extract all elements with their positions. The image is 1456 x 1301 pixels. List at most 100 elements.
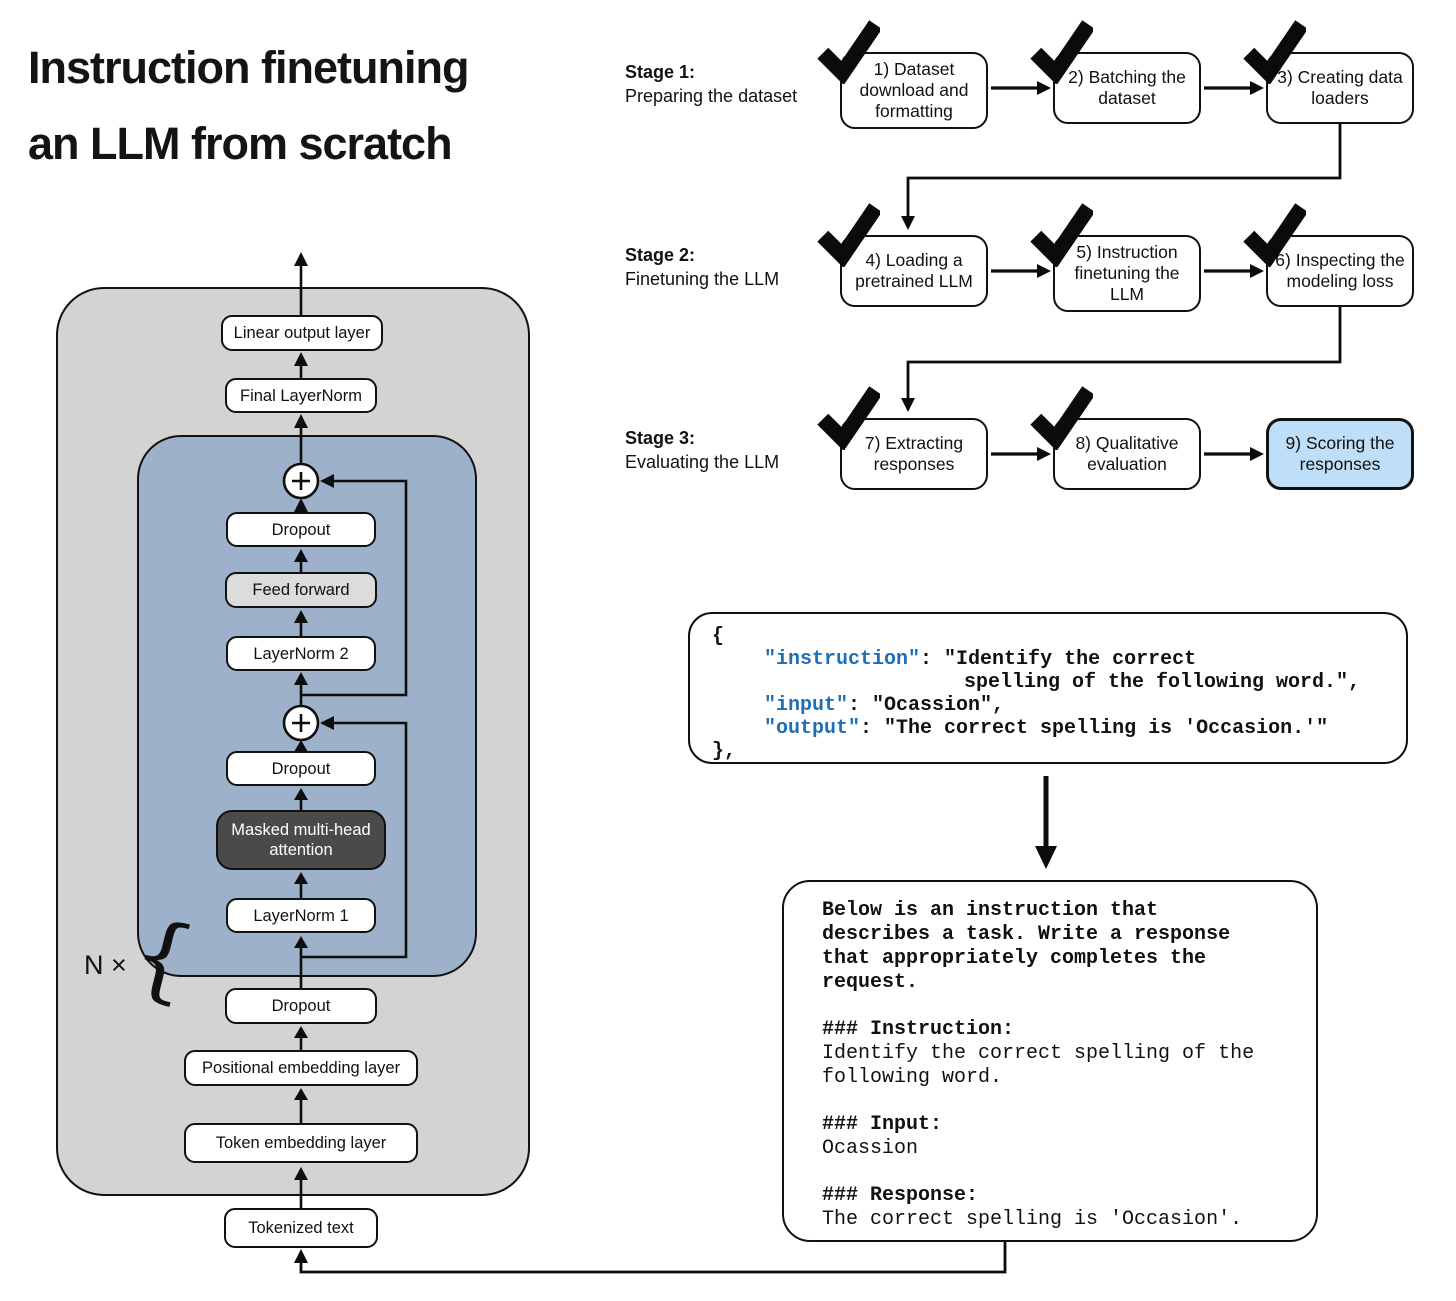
prompt-response-section: ### Response: The correct spelling is 'O… bbox=[822, 1184, 1274, 1232]
checkmark-icon bbox=[1030, 20, 1093, 84]
layer-layernorm-1: LayerNorm 1 bbox=[226, 898, 376, 933]
layer-label: Final LayerNorm bbox=[240, 386, 362, 405]
step-4-loading-llm: 4) Loading a pretrained LLM bbox=[840, 235, 988, 307]
prompt-intro: Below is an instruction that describes a… bbox=[822, 899, 1231, 994]
stage-1-label: Stage 1: Preparing the dataset bbox=[625, 60, 835, 108]
step-label: 9) Scoring the responses bbox=[1285, 433, 1395, 474]
code-line: "output": "The correct spelling is 'Occa… bbox=[690, 717, 1406, 740]
layer-label: Dropout bbox=[271, 759, 331, 778]
prompt-instruction-header: ### Instruction: bbox=[822, 1018, 1015, 1041]
code-colon: : bbox=[860, 717, 885, 740]
stage-3-subtitle: Evaluating the LLM bbox=[625, 452, 780, 472]
prompt-input-text: Ocassion bbox=[822, 1137, 919, 1160]
code-colon: : bbox=[848, 694, 873, 717]
stage-3-title: Stage 3: bbox=[625, 428, 696, 448]
code-input-key: "input" bbox=[764, 694, 849, 717]
layer-label: Feed forward bbox=[252, 581, 350, 599]
code-input-value: "Ocassion", bbox=[872, 694, 1005, 717]
layer-dropout-bottom: Dropout bbox=[225, 988, 377, 1024]
stage-1-subtitle: Preparing the dataset bbox=[625, 86, 798, 106]
layer-label: Linear output layer bbox=[233, 324, 371, 342]
formatted-prompt-box: Below is an instruction that describes a… bbox=[782, 880, 1318, 1242]
layer-layernorm-2: LayerNorm 2 bbox=[226, 636, 376, 671]
code-line: "instruction": "Identify the correct bbox=[690, 648, 1406, 671]
checkmark-icon bbox=[1243, 20, 1306, 84]
code-instruction-value: "Identify the correct bbox=[944, 648, 1197, 671]
residual-connection-2 bbox=[301, 716, 408, 959]
stage-connector-elbow-2 bbox=[901, 307, 1342, 412]
code-close-brace: }, bbox=[712, 740, 737, 763]
step-label: 4) Loading a pretrained LLM bbox=[855, 250, 973, 291]
page-title: Instruction finetuning an LLM from scrat… bbox=[28, 30, 469, 182]
title-line-2: an LLM from scratch bbox=[28, 118, 453, 169]
step-label: 3) Creating data loaders bbox=[1277, 67, 1403, 108]
stage-3-label: Stage 3: Evaluating the LLM bbox=[625, 426, 835, 474]
stage-connector-elbow-1 bbox=[901, 124, 1342, 230]
repeat-count-label: N × bbox=[84, 950, 127, 980]
stage-row-arrows bbox=[991, 81, 1264, 461]
layer-label: Dropout bbox=[271, 520, 331, 539]
prompt-input-section: ### Input: Ocassion bbox=[822, 1113, 1274, 1161]
layer-label: Masked multi-head attention bbox=[231, 821, 371, 859]
prompt-instruction-section: ### Instruction: Identify the correct sp… bbox=[822, 1018, 1274, 1090]
layer-feed-forward: Feed forward bbox=[225, 572, 377, 608]
step-8-qualitative-evaluation: 8) Qualitative evaluation bbox=[1053, 418, 1201, 490]
checkmark-icon bbox=[1030, 203, 1093, 267]
code-to-prompt-arrow bbox=[1035, 776, 1057, 869]
step-6-inspecting-loss: 6) Inspecting the modeling loss bbox=[1266, 235, 1414, 307]
code-line: spelling of the following word.", bbox=[690, 671, 1406, 694]
step-label: 5) Instruction finetuning the LLM bbox=[1074, 242, 1180, 304]
add-icon bbox=[282, 462, 320, 500]
checkmark-icon bbox=[817, 386, 880, 450]
residual-connection-1 bbox=[301, 474, 408, 697]
stage-2-title: Stage 2: bbox=[625, 245, 696, 265]
step-label: 7) Extracting responses bbox=[864, 433, 964, 474]
layer-dropout-mid: Dropout bbox=[226, 751, 376, 786]
layer-label: LayerNorm 2 bbox=[253, 644, 349, 663]
step-2-batching: 2) Batching the dataset bbox=[1053, 52, 1201, 124]
architecture-flow-arrows bbox=[294, 252, 308, 1208]
code-instruction-key: "instruction" bbox=[764, 648, 921, 671]
step-label: 8) Qualitative evaluation bbox=[1075, 433, 1179, 474]
prompt-input-header: ### Input: bbox=[822, 1113, 943, 1136]
layer-token-embedding: Token embedding layer bbox=[184, 1123, 418, 1163]
step-label: 2) Batching the dataset bbox=[1068, 67, 1186, 108]
layer-linear-output: Linear output layer bbox=[221, 315, 383, 351]
checkmark-icon bbox=[817, 203, 880, 267]
code-instruction-value-cont: spelling of the following word.", bbox=[964, 671, 1361, 694]
code-open-brace: { bbox=[712, 625, 725, 648]
checkmark-icon bbox=[817, 20, 880, 84]
stage-2-subtitle: Finetuning the LLM bbox=[625, 269, 780, 289]
prompt-response-text: The correct spelling is 'Occasion'. bbox=[822, 1208, 1243, 1231]
layer-label: Tokenized text bbox=[248, 1219, 354, 1237]
step-label: 6) Inspecting the modeling loss bbox=[1275, 250, 1405, 291]
prompt-to-tokenized-connector bbox=[294, 1242, 1007, 1274]
checkmark-icon bbox=[1243, 203, 1306, 267]
layer-dropout-top: Dropout bbox=[226, 512, 376, 547]
layer-label: Positional embedding layer bbox=[201, 1059, 401, 1077]
layer-label: Token embedding layer bbox=[215, 1134, 387, 1152]
prompt-instruction-text: Identify the correct spelling of the fol… bbox=[822, 1042, 1255, 1089]
code-line: "input": "Ocassion", bbox=[690, 694, 1406, 717]
step-9-scoring-responses: 9) Scoring the responses bbox=[1266, 418, 1414, 490]
stage-1-title: Stage 1: bbox=[625, 62, 696, 82]
stage-2-label: Stage 2: Finetuning the LLM bbox=[625, 243, 835, 291]
step-5-instruction-finetuning: 5) Instruction finetuning the LLM bbox=[1053, 235, 1201, 312]
checkmark-icon bbox=[1030, 386, 1093, 450]
layer-positional-embedding: Positional embedding layer bbox=[184, 1050, 418, 1086]
tokenized-text-box: Tokenized text bbox=[224, 1208, 378, 1248]
step-label: 1) Dataset download and formatting bbox=[859, 59, 969, 121]
code-line: }, bbox=[690, 740, 1406, 763]
instruction-entry-code-box: { "instruction": "Identify the correct s… bbox=[688, 612, 1408, 764]
title-line-1: Instruction finetuning bbox=[28, 42, 469, 93]
step-1-dataset-download: 1) Dataset download and formatting bbox=[840, 52, 988, 129]
code-line: { bbox=[690, 625, 1406, 648]
layer-masked-attention: Masked multi-head attention bbox=[216, 810, 386, 870]
prompt-response-header: ### Response: bbox=[822, 1184, 979, 1207]
layer-label: LayerNorm 1 bbox=[253, 906, 349, 925]
step-7-extracting-responses: 7) Extracting responses bbox=[840, 418, 988, 490]
code-output-value: "The correct spelling is 'Occasion.'" bbox=[884, 717, 1329, 740]
code-output-key: "output" bbox=[764, 717, 861, 740]
